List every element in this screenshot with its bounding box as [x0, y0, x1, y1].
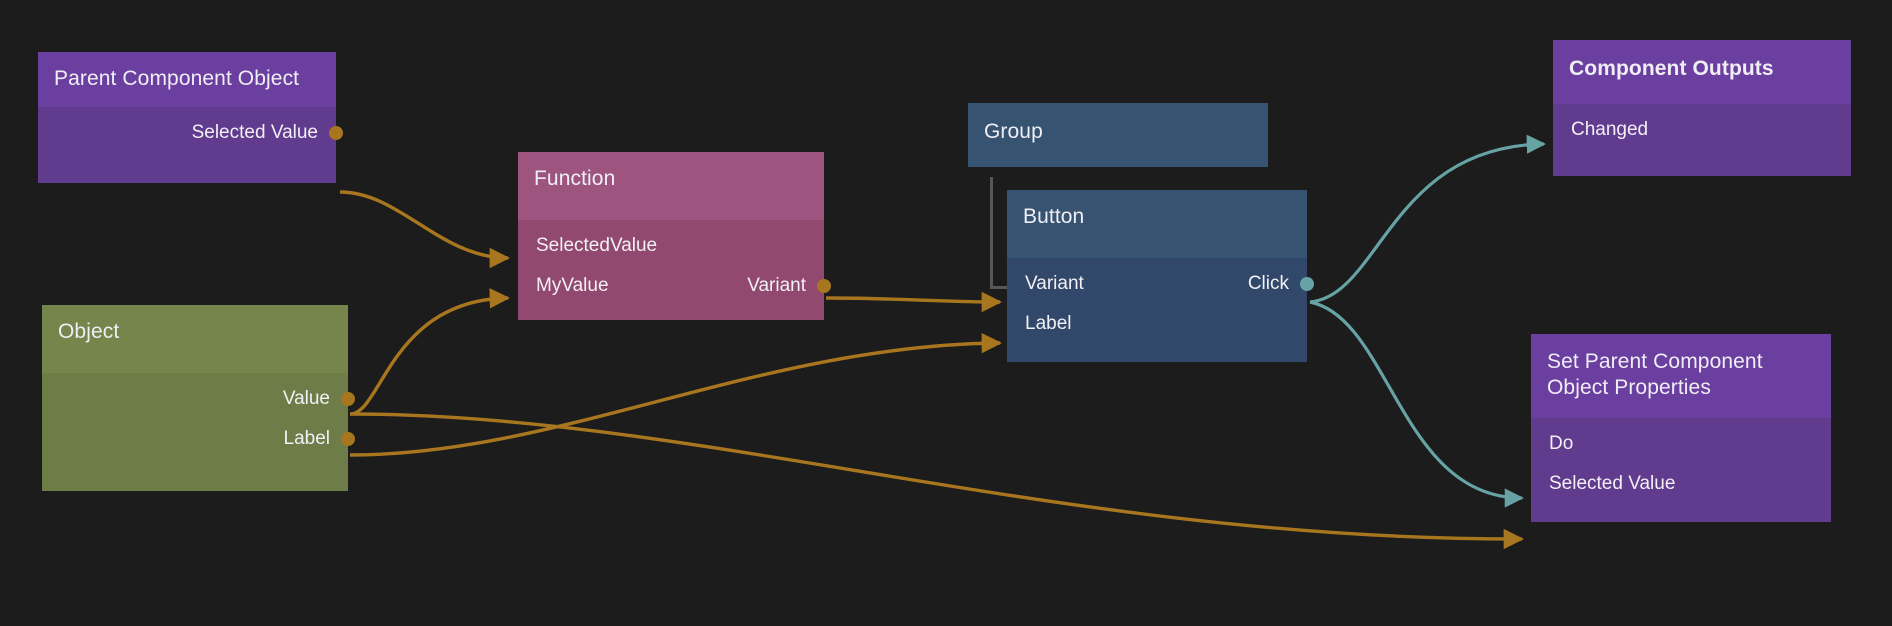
port-row-parent-selected-value[interactable]: Selected Value [38, 113, 343, 153]
node-body-function: SelectedValue MyValue Variant [518, 220, 831, 321]
node-function[interactable]: Function SelectedValue MyValue Variant [518, 152, 831, 321]
wire-object-label-to-button-label [349, 332, 1003, 457]
port-label-selected-value: Selected Value [191, 122, 318, 144]
port-label-setparent-selected-value: Selected Value [1549, 472, 1676, 494]
node-title-button: Button [1007, 190, 1307, 259]
port-row-setparent-selected-value[interactable]: Selected Value [1531, 464, 1831, 504]
node-title-set-parent-component-object-properties: Set Parent Component Object Properties [1531, 334, 1831, 418]
port-row-function-selectedvalue[interactable]: SelectedValue [518, 226, 824, 266]
port-label-function-myvalue: MyValue [536, 275, 609, 297]
wire-button-click-to-setparent-do [1309, 300, 1524, 508]
wire-object-value-to-setparent-selectedvalue [349, 412, 1525, 550]
port-label-button-variant: Variant [1025, 273, 1084, 295]
node-body-object: Value Label [42, 373, 355, 492]
wire-parent-selectedvalue-to-function-selectedvalue [339, 190, 511, 269]
port-row-object-label[interactable]: Label [42, 419, 355, 459]
node-body-button: Variant Click Label [1007, 258, 1314, 363]
port-label-function-variant: Variant [747, 275, 806, 297]
port-row-setparent-do[interactable]: Do [1531, 424, 1831, 464]
node-body-component-outputs: Changed [1553, 104, 1851, 177]
port-label-setparent-do: Do [1549, 432, 1574, 454]
port-dot-object-value[interactable] [341, 392, 355, 407]
node-title-group: Group [968, 103, 1268, 168]
port-row-component-outputs-changed[interactable]: Changed [1553, 110, 1851, 150]
port-label-button-click: Click [1247, 273, 1289, 295]
node-body-parent-component-object: Selected Value [38, 107, 343, 184]
node-button[interactable]: Button Variant Click Label [1007, 190, 1314, 363]
port-label-button-label: Label [1025, 313, 1072, 335]
port-dot-function-variant[interactable] [817, 279, 831, 294]
port-dot-selected-value[interactable] [329, 126, 343, 141]
node-set-parent-component-object-properties[interactable]: Set Parent Component Object Properties D… [1531, 334, 1831, 522]
node-group[interactable]: Group [968, 103, 1268, 168]
port-row-button-label[interactable]: Label [1007, 304, 1307, 344]
node-title-component-outputs: Component Outputs [1553, 40, 1851, 105]
node-title-function: Function [518, 152, 824, 221]
port-row-object-value[interactable]: Value [42, 379, 355, 419]
node-body-set-parent-component-object-properties: Do Selected Value [1531, 417, 1831, 522]
wire-button-click-to-componentoutputs-changed [1309, 134, 1546, 304]
port-dot-button-click[interactable] [1300, 277, 1314, 292]
port-dot-object-label[interactable] [341, 432, 355, 447]
port-label-component-outputs-changed: Changed [1571, 119, 1649, 141]
port-label-object-value: Value [282, 388, 330, 410]
node-title-parent-component-object: Parent Component Object [38, 52, 336, 108]
node-object[interactable]: Object Value Label [42, 305, 355, 492]
port-label-function-selectedvalue: SelectedValue [536, 235, 658, 257]
wire-object-value-to-function-myvalue [349, 288, 511, 416]
node-parent-component-object[interactable]: Parent Component Object Selected Value [38, 52, 343, 184]
group-to-button-bracket [990, 177, 1012, 289]
port-row-function-myvalue-variant[interactable]: MyValue Variant [518, 266, 831, 306]
wire-function-variant-to-button-variant [825, 291, 1003, 313]
node-component-outputs[interactable]: Component Outputs Changed [1553, 40, 1851, 177]
port-label-object-label: Label [283, 428, 331, 450]
port-row-button-variant-click[interactable]: Variant Click [1007, 264, 1314, 304]
node-title-object: Object [42, 305, 348, 374]
